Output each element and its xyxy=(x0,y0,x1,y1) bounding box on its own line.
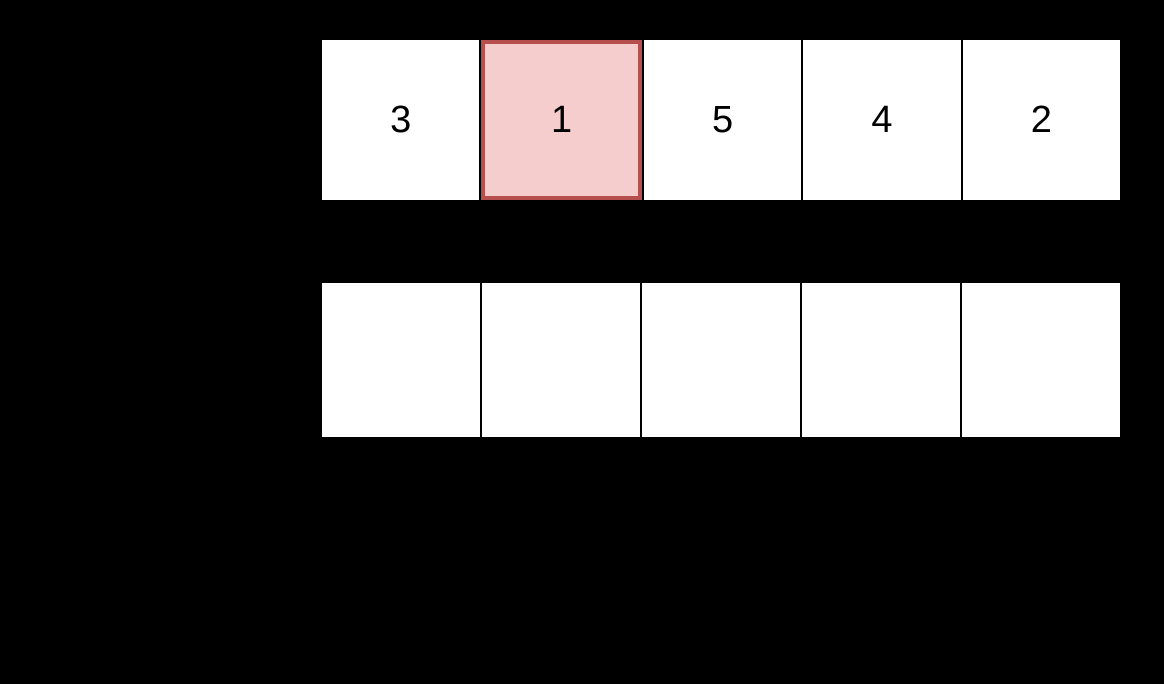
array-cell-value: 1 xyxy=(551,99,573,141)
array-cell-highlighted[interactable]: 1 xyxy=(481,40,642,200)
array-cell[interactable]: 5 xyxy=(643,40,802,200)
array-cell[interactable]: 3 xyxy=(322,40,480,200)
array-cell[interactable] xyxy=(322,283,480,437)
array-cell[interactable] xyxy=(802,283,960,437)
input-array-row: 3 1 5 4 2 xyxy=(322,40,1120,200)
array-cell[interactable]: 4 xyxy=(803,40,961,200)
array-cell[interactable] xyxy=(482,283,640,437)
array-cell-value: 3 xyxy=(390,99,412,141)
array-cell[interactable]: 2 xyxy=(962,40,1120,200)
array-cell[interactable] xyxy=(642,283,800,437)
array-cell-value: 4 xyxy=(871,99,893,141)
output-array-row xyxy=(322,283,1120,437)
array-cell[interactable] xyxy=(962,283,1120,437)
array-cell-value: 5 xyxy=(711,99,734,141)
array-cell-value: 2 xyxy=(1030,99,1052,141)
